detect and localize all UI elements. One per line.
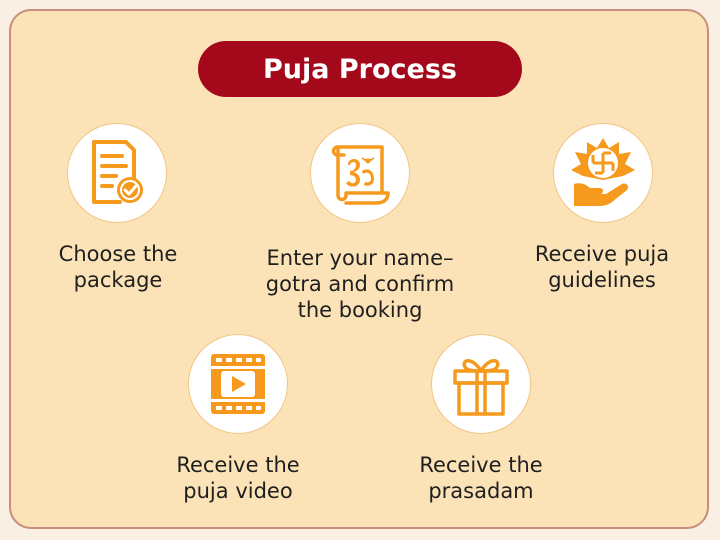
document-check-icon — [92, 140, 143, 204]
step-4-label: Receive the puja video — [176, 453, 300, 503]
swastik-hand-icon — [571, 138, 635, 206]
page-title-text: Puja Process — [263, 53, 457, 85]
step-1-icon-circle — [67, 123, 167, 223]
step-4-icon-circle — [188, 334, 288, 434]
gift-box-icon — [453, 359, 509, 416]
step-3-icon-circle — [553, 123, 653, 223]
page-title: Puja Process — [198, 41, 522, 97]
step-5-icon-circle — [431, 334, 531, 434]
step-2-icon-circle — [310, 123, 410, 223]
video-film-icon — [211, 354, 265, 414]
om-scroll-icon — [331, 145, 390, 205]
step-2-label: Enter your name– gotra and confirm the b… — [265, 246, 455, 322]
step-3-label: Receive puja guidelines — [534, 242, 670, 292]
step-1-label: Choose the package — [58, 242, 178, 292]
step-5-label: Receive the prasadam — [419, 453, 543, 503]
